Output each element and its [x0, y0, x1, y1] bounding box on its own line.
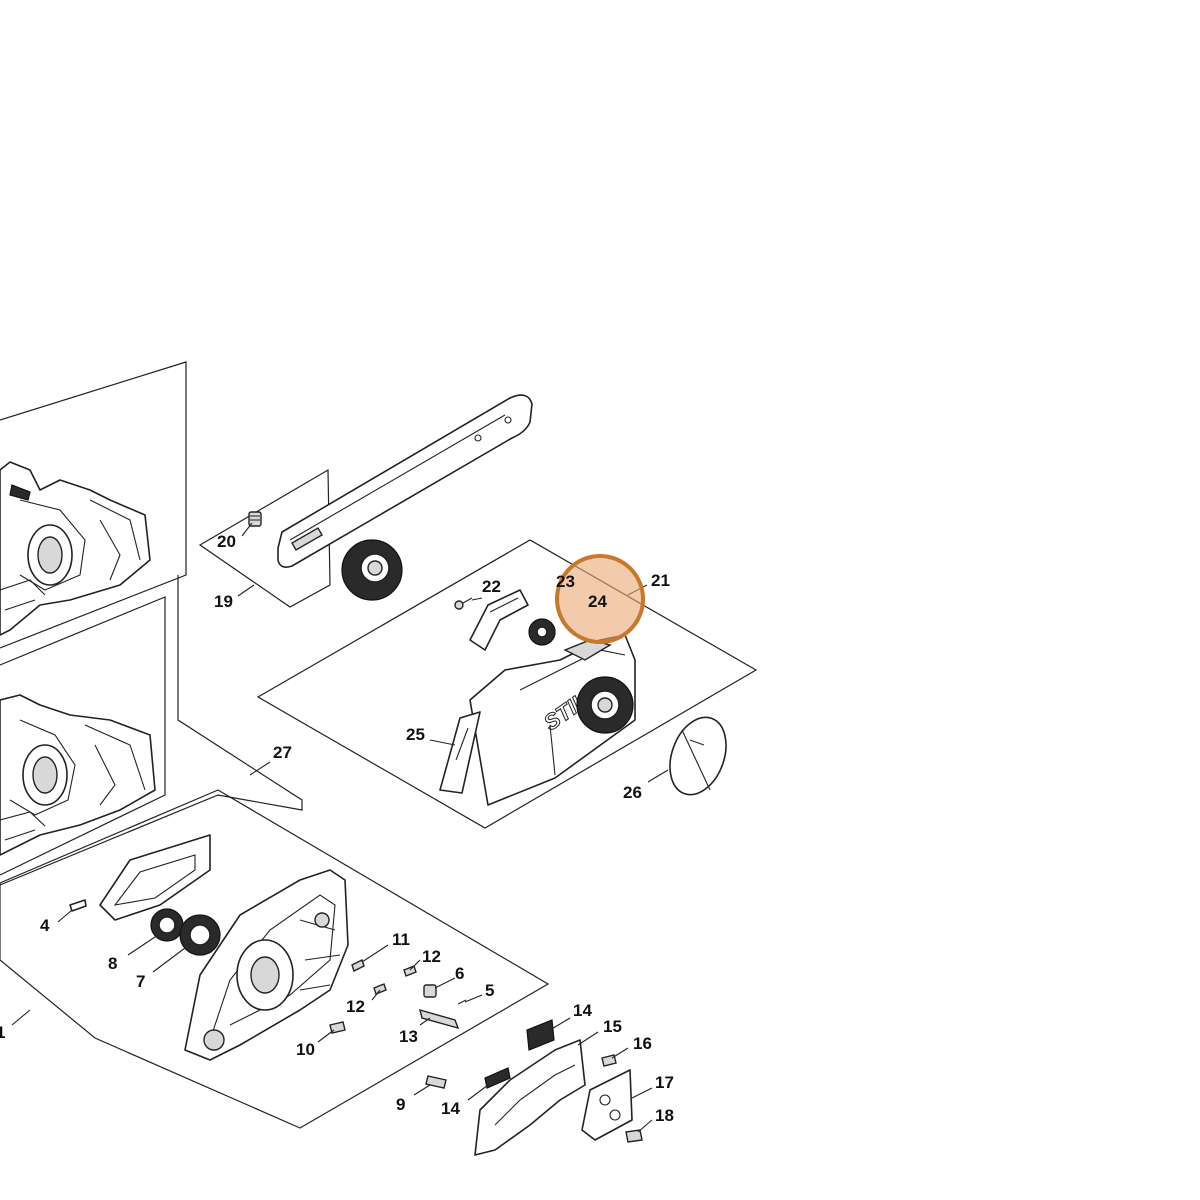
callout-13[interactable]: 13	[399, 1027, 418, 1046]
callout-17[interactable]: 17	[655, 1073, 674, 1092]
small-hardware	[329, 959, 467, 1089]
sprocket-cover-cap-26	[669, 716, 727, 796]
crankcase-lower	[0, 694, 156, 856]
assembly-frames	[0, 361, 758, 1129]
tensioner-gear-24	[528, 618, 556, 646]
cover-wheel	[576, 676, 634, 734]
callout-20[interactable]: 20	[217, 532, 236, 551]
callout-12-b[interactable]: 12	[346, 997, 365, 1016]
crankcase-upper	[0, 461, 151, 636]
highlight-marker[interactable]	[555, 554, 645, 644]
callout-6[interactable]: 6	[455, 964, 464, 983]
callout-12-a[interactable]: 12	[422, 947, 441, 966]
oil-seal-8	[150, 908, 184, 942]
callout-26[interactable]: 26	[623, 783, 642, 802]
handle-assembly	[474, 1019, 643, 1156]
callout-27[interactable]: 27	[273, 743, 292, 762]
guide-bar-assembly	[248, 394, 533, 601]
callout-8[interactable]: 8	[108, 954, 117, 973]
callout-labels: 20 19 22 23 24 21 25 27 26 4 8 7 11 12 6…	[0, 532, 674, 1125]
gasket	[99, 834, 211, 921]
callout-5[interactable]: 5	[485, 981, 494, 1000]
bearing-7	[179, 914, 221, 956]
callout-14-a[interactable]: 14	[441, 1099, 460, 1118]
callout-18[interactable]: 18	[655, 1106, 674, 1125]
crankcase-half-assembly	[69, 834, 467, 1089]
callout-14-b[interactable]: 14	[573, 1001, 592, 1020]
leader-lines	[11, 522, 669, 1133]
rubber-pad-14b	[526, 1019, 555, 1051]
callout-1-partial[interactable]: 1	[0, 1023, 5, 1042]
callout-25[interactable]: 25	[406, 725, 425, 744]
callout-15[interactable]: 15	[603, 1017, 622, 1036]
callout-16[interactable]: 16	[633, 1034, 652, 1053]
screw-22	[454, 597, 473, 610]
guide-bar	[277, 394, 533, 568]
guide-plate-17	[581, 1069, 633, 1141]
nut-20	[248, 511, 262, 527]
chain-tensioner-plate-23	[469, 589, 529, 651]
callout-24[interactable]: 24	[588, 592, 607, 611]
rubber-pad-14a	[484, 1067, 511, 1089]
callout-21[interactable]: 21	[651, 571, 670, 590]
bumper-strip-25	[439, 711, 481, 794]
callout-22[interactable]: 22	[482, 577, 501, 596]
callout-9[interactable]: 9	[396, 1095, 405, 1114]
pin-4	[69, 899, 87, 912]
chain-sprocket	[341, 539, 403, 601]
rail-plate	[474, 1039, 586, 1156]
crankcase-housing	[184, 869, 349, 1061]
screw-18	[625, 1129, 643, 1143]
callout-10[interactable]: 10	[296, 1040, 315, 1059]
sprocket-cover-assembly: STIHL	[439, 589, 727, 806]
highlight-circle[interactable]	[555, 554, 645, 644]
callout-23[interactable]: 23	[556, 572, 575, 591]
callout-11[interactable]: 11	[392, 930, 410, 949]
callout-7[interactable]: 7	[136, 972, 145, 991]
callout-4[interactable]: 4	[40, 916, 50, 935]
callout-19[interactable]: 19	[214, 592, 233, 611]
